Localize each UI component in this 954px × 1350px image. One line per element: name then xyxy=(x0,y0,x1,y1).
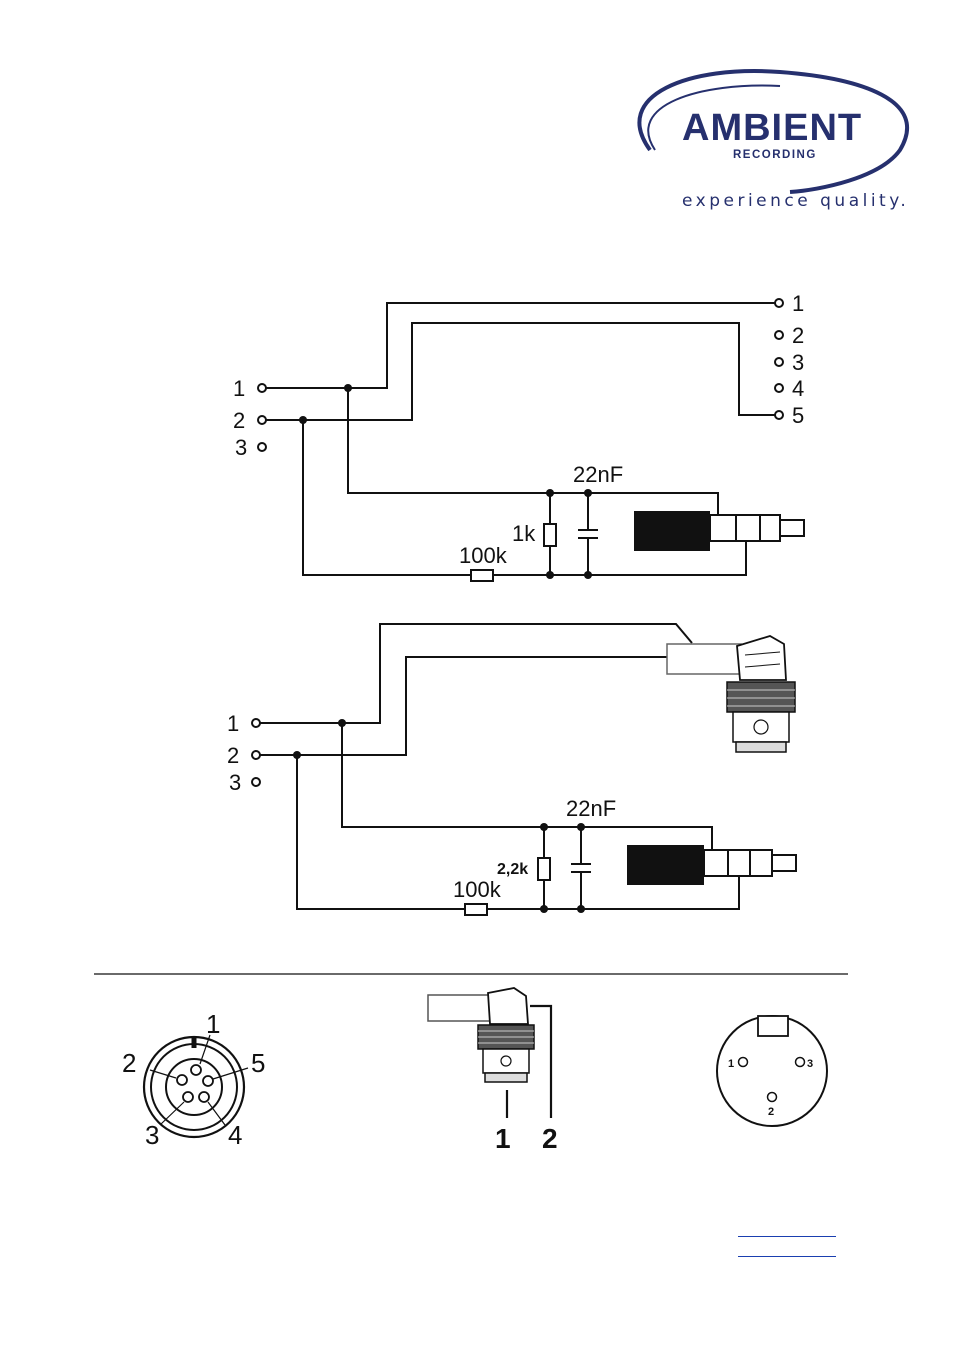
logo-sub-text: RECORDING xyxy=(733,149,817,161)
bnc-pin-label-1: 1 xyxy=(495,1123,511,1154)
d2-left-pin-2 xyxy=(252,751,260,759)
ambient-logo: AMBIENT RECORDING experience quality. xyxy=(639,71,909,211)
d1-right-pin-1 xyxy=(775,299,783,307)
d1-wire-pin1 xyxy=(266,303,775,388)
d2-capacitor-label: 22nF xyxy=(566,796,616,821)
hyperlink-underline[interactable] xyxy=(738,1256,836,1257)
xlr-pin-label-2: 2 xyxy=(768,1106,774,1118)
d2-left-pin-label-2: 2 xyxy=(227,743,239,768)
d2-junction xyxy=(577,823,585,831)
d1-shunt-resistor xyxy=(544,524,556,546)
d1-left-pin-label-2: 2 xyxy=(233,408,245,433)
d2-junction xyxy=(338,719,346,727)
logo-brand-text: AMBIENT xyxy=(682,107,862,149)
d2-shunt-resistor-label: 2,2k xyxy=(497,861,528,878)
d2-wire-hot xyxy=(342,723,712,850)
lemo-pin-label-4: 4 xyxy=(228,1120,242,1150)
lemo-pin-label-3: 3 xyxy=(145,1120,159,1150)
d2-bnc-connector-icon xyxy=(667,636,795,752)
d2-wire-pin1 xyxy=(260,624,692,723)
d1-wire-ground-left xyxy=(303,420,471,575)
d1-series-resistor xyxy=(471,570,493,581)
diagram-2: 1 2 3 2,2k xyxy=(227,624,796,915)
xlr-pin-label-3: 3 xyxy=(807,1058,813,1070)
d2-series-resistor xyxy=(465,904,487,915)
d1-right-pin-3 xyxy=(775,358,783,366)
d1-right-pin-label-4: 4 xyxy=(792,376,804,401)
diagram-1: 1 2 3 1 2 3 4 5 1k 22nF xyxy=(233,291,804,581)
d1-right-pin-label-5: 5 xyxy=(792,403,804,428)
d2-left-pin-label-3: 3 xyxy=(229,770,241,795)
d2-wire-pin2 xyxy=(260,657,730,755)
d2-junction xyxy=(540,823,548,831)
d2-junction xyxy=(577,905,585,913)
d1-left-pin-label-1: 1 xyxy=(233,376,245,401)
d1-wire-pin2 xyxy=(266,323,775,420)
d1-shunt-resistor-label: 1k xyxy=(512,521,536,546)
d1-right-pin-4 xyxy=(775,384,783,392)
d2-left-pin-1 xyxy=(252,719,260,727)
d1-wire-hot xyxy=(348,388,718,515)
d1-jack-plug-icon xyxy=(634,511,804,551)
d1-right-pin-2 xyxy=(775,331,783,339)
d1-junction xyxy=(584,489,592,497)
d1-junction xyxy=(584,571,592,579)
d1-junction xyxy=(546,489,554,497)
lemo-pin-label-1: 1 xyxy=(206,1009,220,1039)
d1-junction xyxy=(546,571,554,579)
lemo-pin-label-5: 5 xyxy=(251,1048,265,1078)
d2-shunt-resistor xyxy=(538,858,550,880)
d1-capacitor-label: 22nF xyxy=(573,462,623,487)
d1-right-pin-label-3: 3 xyxy=(792,350,804,375)
d2-jack-plug-icon xyxy=(627,845,796,885)
d1-right-pin-label-2: 2 xyxy=(792,323,804,348)
d2-series-resistor-label: 100k xyxy=(453,877,502,902)
d2-junction xyxy=(540,905,548,913)
d2-junction xyxy=(293,751,301,759)
d2-left-pin-label-1: 1 xyxy=(227,711,239,736)
d1-left-pin-2 xyxy=(258,416,266,424)
d1-left-pin-label-3: 3 xyxy=(235,435,247,460)
bnc-pin-label-2: 2 xyxy=(542,1123,558,1154)
d1-right-pin-5 xyxy=(775,411,783,419)
d1-left-pin-1 xyxy=(258,384,266,392)
bnc-pinout-connector-icon xyxy=(428,988,551,1118)
d2-left-pin-3 xyxy=(252,778,260,786)
d1-junction xyxy=(344,384,352,392)
d2-wire-ground-left xyxy=(297,755,465,909)
hyperlink-underline[interactable] xyxy=(738,1236,836,1237)
d1-junction xyxy=(299,416,307,424)
logo-tagline: experience quality. xyxy=(682,191,909,211)
d1-right-pin-label-1: 1 xyxy=(792,291,804,316)
d1-left-pin-3 xyxy=(258,443,266,451)
lemo-pin-label-2: 2 xyxy=(122,1048,136,1078)
d1-series-resistor-label: 100k xyxy=(459,543,508,568)
xlr-pin-label-1: 1 xyxy=(728,1058,734,1070)
